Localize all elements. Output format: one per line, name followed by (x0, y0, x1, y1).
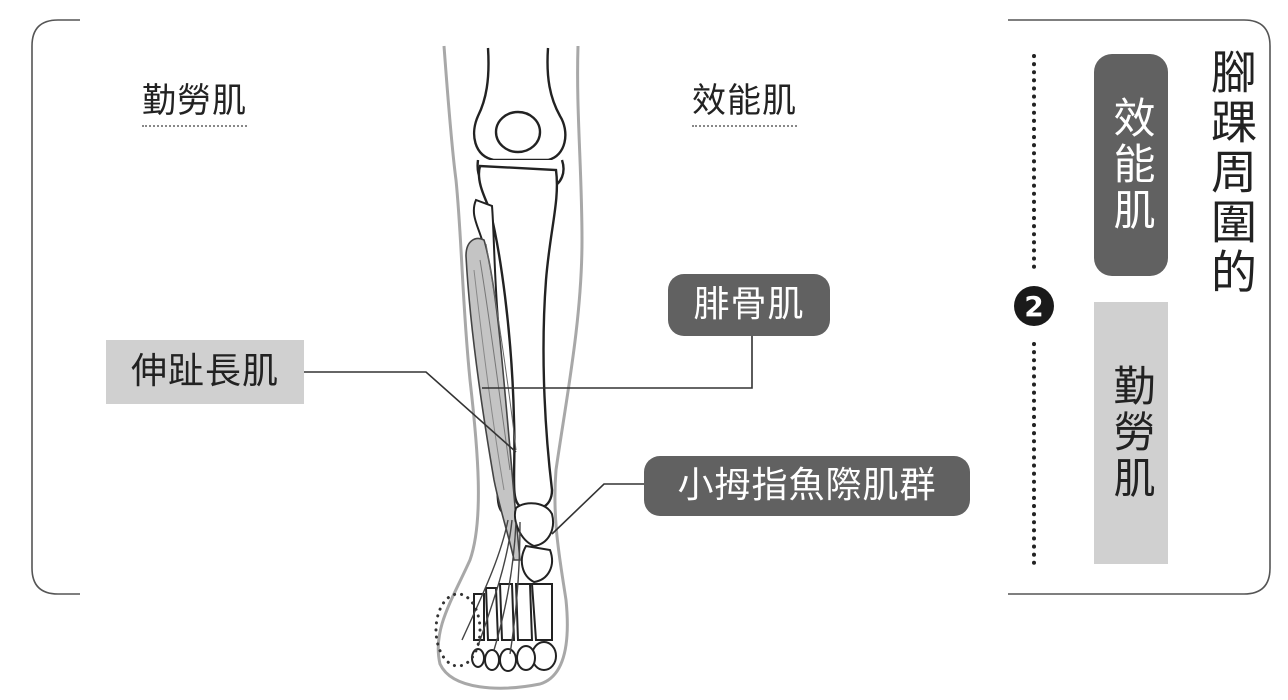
frame-right (1008, 19, 1271, 595)
label-hypothenar-muscles: 小拇指魚際肌群 (644, 456, 970, 516)
sidebar-laborious-panel: 勤勞肌 (1094, 302, 1168, 564)
leader-line-hypothenar (551, 483, 644, 535)
heading-laborious-muscle: 勤勞肌 (142, 81, 247, 128)
leg-muscle (465, 237, 521, 561)
sidebar-efficient-panel: 效能肌 (1094, 54, 1168, 276)
foot-bones (471, 502, 557, 672)
leg-silhouette (436, 45, 584, 690)
toe-tendons (461, 519, 521, 655)
label-fibularis: 腓骨肌 (668, 274, 830, 336)
leader-line-extensor (304, 371, 517, 453)
leader-line-fibularis (482, 336, 753, 389)
little-toe-highlight (434, 592, 482, 668)
sidebar-title: 腳踝周圍的 (1204, 48, 1258, 298)
frame-left (31, 19, 80, 595)
step-number-badge: 2 (1014, 286, 1054, 326)
heading-efficient-muscle: 效能肌 (692, 81, 797, 128)
label-extensor-digitorum-longus: 伸趾長肌 (106, 340, 304, 404)
